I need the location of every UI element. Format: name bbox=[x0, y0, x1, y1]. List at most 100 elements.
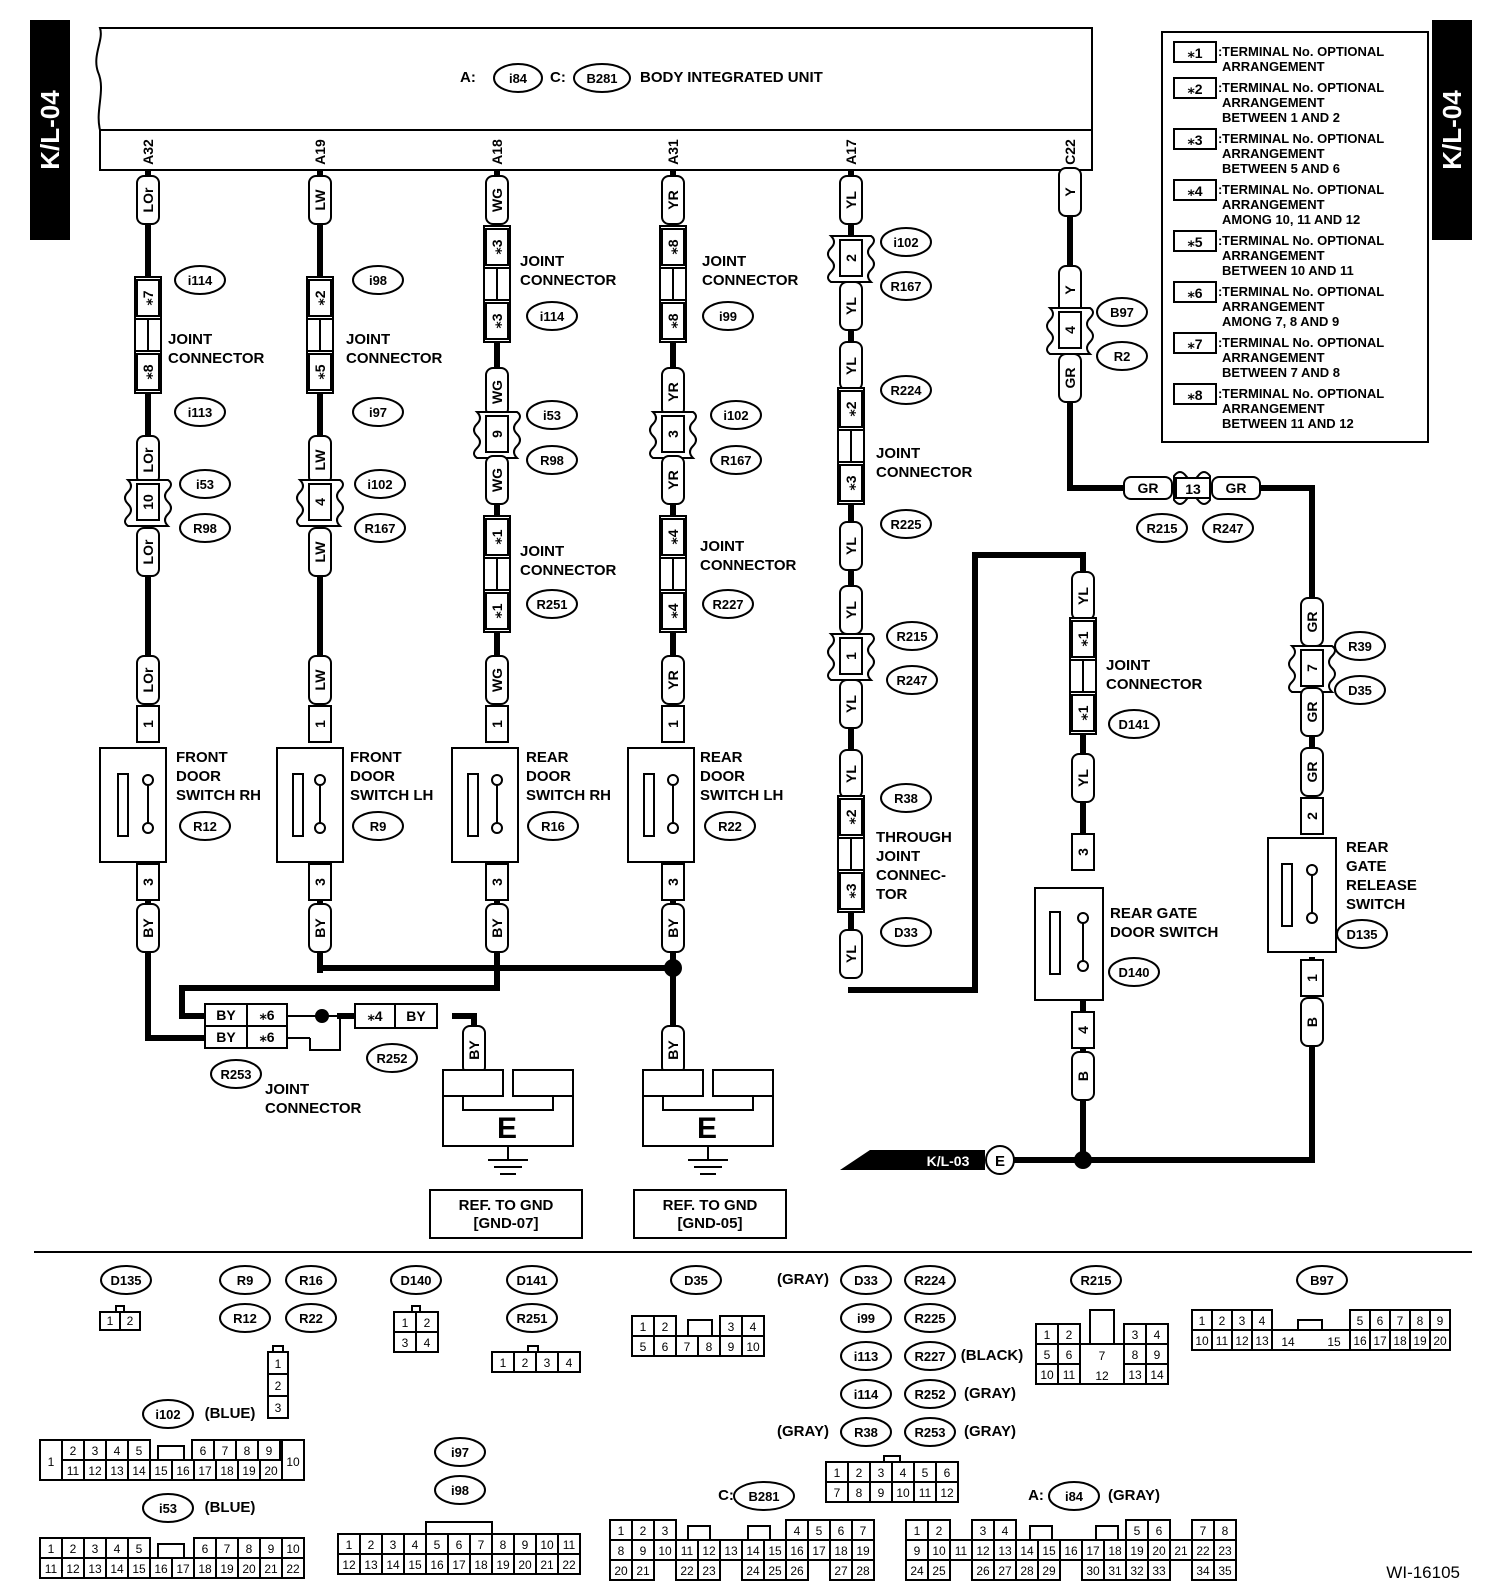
pin-number: 1 bbox=[1304, 974, 1320, 982]
joint-connector-labels: JOINT CONNECTOR JOINT CONNECTOR JOINT CO… bbox=[168, 253, 1203, 1117]
wire-color-label: GR bbox=[1058, 353, 1082, 403]
svg-text:REF. TO GND: REF. TO GND bbox=[663, 1197, 758, 1214]
pin-number: 19 bbox=[856, 1544, 870, 1558]
svg-text:SWITCH RH: SWITCH RH bbox=[526, 787, 611, 804]
connector-code: R9 bbox=[237, 1273, 254, 1288]
connector-code: R167 bbox=[720, 453, 751, 468]
connector-id: R247 bbox=[1202, 513, 1254, 543]
wire-color-label: YL bbox=[839, 929, 863, 979]
connector-id: R16 bbox=[285, 1265, 337, 1295]
pin-number: 6 bbox=[944, 1466, 951, 1480]
pin-number: 19 bbox=[496, 1558, 510, 1572]
pin-number: 2 bbox=[70, 1444, 77, 1458]
legend-colon: : bbox=[1218, 386, 1222, 401]
pin-number: 8 bbox=[618, 1544, 625, 1558]
connector-id: i113 bbox=[174, 397, 226, 427]
pin-number: 14 bbox=[386, 1558, 400, 1572]
connector-code: R253 bbox=[914, 1425, 945, 1440]
terminal-pin: ⁎3 bbox=[839, 464, 863, 502]
svg-text:JOINT: JOINT bbox=[265, 1081, 309, 1098]
svg-text:BY: BY bbox=[406, 1008, 426, 1024]
inline-connector: 4 bbox=[296, 479, 344, 527]
svg-text:C22: C22 bbox=[1062, 139, 1078, 165]
svg-text:A:: A: bbox=[460, 69, 476, 86]
pin-number: 30 bbox=[1086, 1564, 1100, 1578]
svg-text:K/L-04: K/L-04 bbox=[35, 90, 65, 170]
svg-text:E: E bbox=[497, 1112, 517, 1145]
pin-number: 18 bbox=[1393, 1334, 1407, 1348]
svg-text:⁎6: ⁎6 bbox=[259, 1029, 274, 1045]
pin-number: 3 bbox=[878, 1466, 885, 1480]
legend-text: TERMINAL No. OPTIONAL bbox=[1222, 44, 1384, 59]
legend-colon: : bbox=[1218, 284, 1222, 299]
wire-color: LOr bbox=[140, 667, 156, 692]
wire-color: GR bbox=[1226, 480, 1247, 496]
pin-number: 1 bbox=[140, 720, 156, 728]
connector-id: i114 bbox=[840, 1379, 892, 1409]
connector-code: D141 bbox=[516, 1273, 547, 1288]
pin-number: 8 bbox=[856, 1486, 863, 1500]
wire-color: LOr bbox=[140, 447, 156, 472]
terminal-pin: ⁎3 bbox=[485, 228, 509, 266]
terminal-pin: ⁎1 bbox=[1071, 694, 1095, 732]
connector-code: R22 bbox=[718, 819, 742, 834]
pin-number: 7 bbox=[684, 1340, 691, 1354]
svg-text:K/L-03: K/L-03 bbox=[927, 1153, 970, 1169]
connector-id: R251 bbox=[506, 1303, 558, 1333]
pin-number: 9 bbox=[522, 1538, 529, 1552]
wire-color-label: YL bbox=[839, 521, 863, 571]
pin-number: 17 bbox=[1373, 1334, 1387, 1348]
wire-color: B bbox=[1304, 1017, 1320, 1027]
svg-text:CONNECTOR: CONNECTOR bbox=[346, 350, 443, 367]
pin-number: ⁎2 bbox=[843, 809, 859, 824]
connector-id: i98 bbox=[434, 1475, 486, 1505]
pin-number: 9 bbox=[914, 1544, 921, 1558]
pin-number: 18 bbox=[474, 1558, 488, 1572]
connector-id: i53 bbox=[179, 469, 231, 499]
legend-text: TERMINAL No. OPTIONAL bbox=[1222, 233, 1384, 248]
svg-text:C:: C: bbox=[550, 69, 566, 86]
connector-code: i114 bbox=[854, 1387, 879, 1402]
terminal-pin: 1 bbox=[485, 705, 509, 743]
pin-number: 15 bbox=[1327, 1335, 1341, 1349]
wire-color-label: GR bbox=[1300, 597, 1324, 647]
wire-color: YL bbox=[1075, 769, 1091, 787]
svg-text:[GND-07]: [GND-07] bbox=[473, 1215, 538, 1232]
pin-number: 23 bbox=[1218, 1544, 1232, 1558]
svg-text:JOINT: JOINT bbox=[1106, 657, 1150, 674]
wire-color: BY bbox=[665, 918, 681, 938]
svg-text:DOOR: DOOR bbox=[700, 768, 745, 785]
connector-code: D135 bbox=[1346, 927, 1377, 942]
svg-text:JOINT: JOINT bbox=[346, 331, 390, 348]
svg-text:i84: i84 bbox=[509, 71, 528, 86]
pin-number: 3 bbox=[980, 1524, 987, 1538]
joint-connector-r253-r252: BY ⁎6 BY ⁎6 ⁎4 BY bbox=[204, 1003, 438, 1049]
pin-number: 3 bbox=[275, 1401, 282, 1415]
connector-id: R227 bbox=[702, 589, 754, 619]
connector-id: i99 bbox=[702, 301, 754, 331]
inline-connector: 1 bbox=[827, 633, 875, 681]
pin-number: 2 bbox=[662, 1320, 669, 1334]
svg-text:REAR: REAR bbox=[700, 749, 743, 766]
pin-number: 14 bbox=[1020, 1544, 1034, 1558]
terminal-pin: 1 bbox=[136, 705, 160, 743]
terminal-pin: ⁎1 bbox=[485, 518, 509, 556]
svg-text:SWITCH RH: SWITCH RH bbox=[176, 787, 261, 804]
pin-number: 5 bbox=[136, 1444, 143, 1458]
legend-text: ARRANGEMENT bbox=[1222, 197, 1325, 212]
pin-number: 7 bbox=[834, 1486, 841, 1500]
connector-id: i84 bbox=[1048, 1481, 1100, 1511]
legend-text: BETWEEN 5 AND 6 bbox=[1222, 161, 1340, 176]
pin-number: 10 bbox=[896, 1486, 910, 1500]
pin-number: 4 bbox=[750, 1320, 757, 1334]
legend-mark: ⁎5 bbox=[1187, 234, 1202, 250]
wire-color: YL bbox=[843, 537, 859, 555]
legend-mark: ⁎8 bbox=[1187, 387, 1202, 403]
